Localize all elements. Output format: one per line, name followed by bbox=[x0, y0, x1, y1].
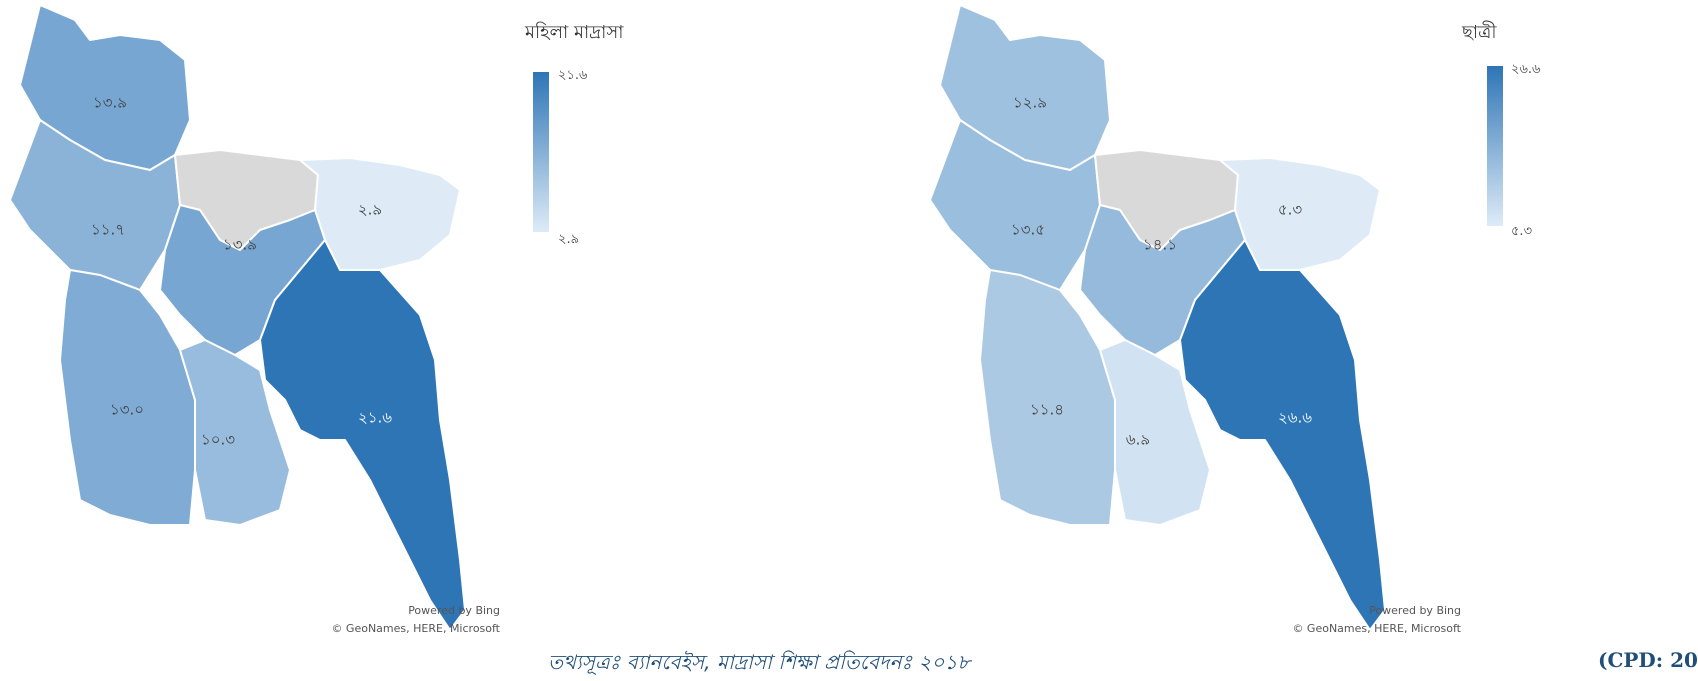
attribution-powered-by: Powered by Bing bbox=[1369, 604, 1461, 617]
legend-min-value: ৫.৩ bbox=[1511, 224, 1533, 239]
region-label: ১১.৭ bbox=[91, 221, 125, 239]
legend-max-value: ২৬.৬ bbox=[1511, 62, 1541, 77]
legend-min-value: ২.৯ bbox=[558, 232, 580, 247]
legend-color-scale bbox=[533, 72, 549, 232]
choropleth-map: ১২.৯ ১৩.৫ ৫.৩ ১৪.১ ১১.৪ bbox=[929, 4, 1386, 631]
region-label: ১১.৪ bbox=[1030, 401, 1064, 419]
region-label: ১২.৯ bbox=[1013, 94, 1047, 112]
legend-title: মহিলা মাদ্রাসা bbox=[525, 22, 624, 43]
region-chattogram[interactable]: ২১.৬ bbox=[259, 239, 466, 631]
region-label: ৬.৯ bbox=[1126, 431, 1150, 449]
region-label: ১৪.১ bbox=[1143, 236, 1177, 254]
region-label: ২১.৬ bbox=[358, 409, 392, 427]
region-barishal[interactable]: ১০.৩ bbox=[179, 339, 291, 526]
attribution-sources: © GeoNames, HERE, Microsoft bbox=[331, 622, 500, 635]
region-label: ১৩.৯ bbox=[93, 94, 127, 112]
region-chattogram[interactable]: ২৬.৬ bbox=[1179, 239, 1386, 631]
map-panel-female-students: ১২.৯ ১৩.৫ ৫.৩ ১৪.১ ১১.৪ bbox=[825, 0, 1651, 673]
region-label: ১০.৩ bbox=[201, 431, 235, 449]
region-label: ১৩.৯ bbox=[223, 236, 257, 254]
map-panel-female-madrasa: ১৩.৯ ১১.৭ ২.৯ ১৩.৯ ১৩.০ ১০.৩ ২১.৬ bbox=[0, 0, 825, 673]
legend-title: ছাত্রী bbox=[1462, 22, 1497, 43]
region-label: ২৬.৬ bbox=[1278, 409, 1312, 427]
region-label: ২.৯ bbox=[358, 201, 382, 219]
choropleth-map: ১৩.৯ ১১.৭ ২.৯ ১৩.৯ ১৩.০ ১০.৩ ২১.৬ bbox=[9, 4, 466, 631]
attribution-powered-by: Powered by Bing bbox=[408, 604, 500, 617]
region-label: ১৩.৫ bbox=[1011, 221, 1045, 239]
legend-max-value: ২১.৬ bbox=[558, 68, 588, 83]
region-label: ৫.৩ bbox=[1278, 201, 1303, 219]
region-sylhet[interactable]: ২.৯ bbox=[299, 157, 461, 271]
region-khulna[interactable]: ১১.৪ bbox=[979, 269, 1116, 526]
source-note: তথ্যসূত্রঃ ব্যানবেইস, মাদ্রাসা শিক্ষা প্… bbox=[548, 650, 971, 674]
region-khulna[interactable]: ১৩.০ bbox=[59, 269, 196, 526]
legend-color-scale bbox=[1487, 66, 1503, 226]
cpd-mark: (CPD: 20 bbox=[1598, 648, 1698, 672]
region-barishal[interactable]: ৬.৯ bbox=[1099, 339, 1211, 526]
region-label: ১৩.০ bbox=[110, 401, 144, 419]
attribution-sources: © GeoNames, HERE, Microsoft bbox=[1292, 622, 1461, 635]
